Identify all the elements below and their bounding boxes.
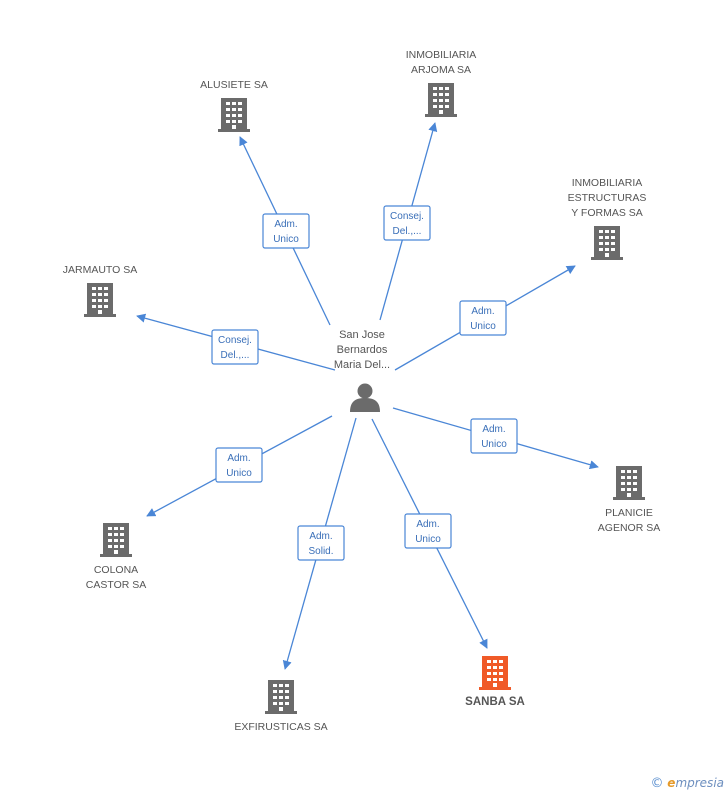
company-name-line: ARJOMA SA bbox=[411, 64, 471, 76]
relation-label-text: Adm. bbox=[309, 531, 332, 542]
company-name-line: PLANICIE bbox=[605, 507, 653, 519]
relation-label-box bbox=[383, 205, 431, 241]
relation-label-box bbox=[262, 213, 310, 249]
company-node-planicie[interactable]: PLANICIE AGENOR SA bbox=[598, 466, 660, 534]
building-icon bbox=[265, 680, 297, 714]
footer-brand: © empresia bbox=[650, 776, 724, 791]
relation-label-sanba[interactable]: Adm. Unico bbox=[404, 513, 452, 549]
relation-label-planicie[interactable]: Adm. Unico bbox=[470, 418, 518, 454]
edge-exfirusticas: Adm. Solid. bbox=[282, 417, 357, 670]
company-node-arjoma[interactable]: INMOBILIARIA ARJOMA SA bbox=[406, 49, 477, 117]
relation-label-text: Consej. bbox=[218, 335, 252, 346]
company-node-jarmauto[interactable]: JARMAUTO SA bbox=[63, 264, 137, 317]
relation-label-text: Unico bbox=[481, 439, 507, 450]
relation-label-box bbox=[459, 300, 507, 336]
building-icon bbox=[425, 83, 457, 117]
company-name-line: Y FORMAS SA bbox=[571, 207, 643, 219]
company-name-line: EXFIRUSTICAS SA bbox=[234, 721, 327, 733]
relation-label-text: Unico bbox=[415, 534, 441, 545]
relation-label-colona[interactable]: Adm. Unico bbox=[215, 447, 263, 483]
relation-label-estructuras[interactable]: Adm. Unico bbox=[459, 300, 507, 336]
building-icon bbox=[613, 466, 645, 500]
edge-arjoma: Consej. Del.,... bbox=[379, 122, 438, 321]
building-icon bbox=[218, 98, 250, 132]
relation-label-arjoma[interactable]: Consej. Del.,... bbox=[383, 205, 431, 241]
brand-name: mpresia bbox=[675, 776, 724, 790]
relation-label-box bbox=[470, 418, 518, 454]
relation-label-text: Adm. bbox=[227, 453, 250, 464]
relation-label-text: Adm. bbox=[482, 424, 505, 435]
relation-label-text: Solid. bbox=[308, 546, 333, 557]
edge-colona: Adm. Unico bbox=[146, 415, 333, 517]
relation-label-box bbox=[211, 329, 259, 365]
copyright-icon: © bbox=[650, 776, 664, 791]
relation-label-box bbox=[297, 525, 345, 561]
center-name-line: San Jose bbox=[339, 329, 385, 341]
company-name-line: JARMAUTO SA bbox=[63, 264, 137, 276]
relation-label-text: Consej. bbox=[390, 211, 424, 222]
person-icon bbox=[350, 383, 380, 412]
center-name-line: Bernardos bbox=[337, 344, 388, 356]
company-name-line: SANBA SA bbox=[465, 696, 525, 708]
relation-label-text: Unico bbox=[273, 234, 299, 245]
relation-label-text: Del.,... bbox=[393, 226, 422, 237]
brand-initial: e bbox=[667, 776, 676, 790]
relation-label-alusiete[interactable]: Adm. Unico bbox=[262, 213, 310, 249]
building-icon bbox=[100, 523, 132, 557]
relation-label-text: Unico bbox=[470, 321, 496, 332]
company-name-line: INMOBILIARIA bbox=[572, 177, 643, 189]
edge-jarmauto: Consej. Del.,... bbox=[136, 313, 336, 371]
relation-label-text: Adm. bbox=[416, 519, 439, 530]
relation-label-text: Adm. bbox=[471, 306, 494, 317]
company-node-exfirusticas[interactable]: EXFIRUSTICAS SA bbox=[234, 680, 328, 733]
company-name-line: ESTRUCTURAS bbox=[568, 192, 647, 204]
edge-planicie: Adm. Unico bbox=[392, 407, 599, 470]
relation-label-text: Adm. bbox=[274, 219, 297, 230]
building-icon bbox=[84, 283, 116, 317]
edge-sanba: Adm. Unico bbox=[371, 418, 488, 649]
center-person-node[interactable]: San Jose Bernardos Maria Del... bbox=[334, 329, 390, 412]
company-node-estructuras[interactable]: INMOBILIARIA ESTRUCTURAS Y FORMAS SA bbox=[568, 177, 647, 260]
company-name-line: CASTOR SA bbox=[86, 579, 147, 591]
company-name-line: COLONA bbox=[94, 564, 138, 576]
company-node-sanba[interactable]: SANBA SA bbox=[465, 656, 525, 708]
company-name-line: AGENOR SA bbox=[598, 522, 660, 534]
relation-label-text: Del.,... bbox=[221, 350, 250, 361]
relation-label-exfirusticas[interactable]: Adm. Solid. bbox=[297, 525, 345, 561]
company-name-line: ALUSIETE SA bbox=[200, 79, 268, 91]
edge-estructuras: Adm. Unico bbox=[394, 265, 576, 371]
relation-label-box bbox=[215, 447, 263, 483]
building-icon bbox=[591, 226, 623, 260]
relation-label-box bbox=[404, 513, 452, 549]
company-node-alusiete[interactable]: ALUSIETE SA bbox=[200, 79, 268, 132]
relation-label-text: Unico bbox=[226, 468, 252, 479]
center-name-line: Maria Del... bbox=[334, 359, 390, 371]
relation-label-jarmauto[interactable]: Consej. Del.,... bbox=[211, 329, 259, 365]
edge-alusiete: Adm. Unico bbox=[239, 136, 331, 326]
building-icon bbox=[479, 656, 511, 690]
company-node-colona[interactable]: COLONA CASTOR SA bbox=[86, 523, 147, 591]
company-name-line: INMOBILIARIA bbox=[406, 49, 477, 61]
